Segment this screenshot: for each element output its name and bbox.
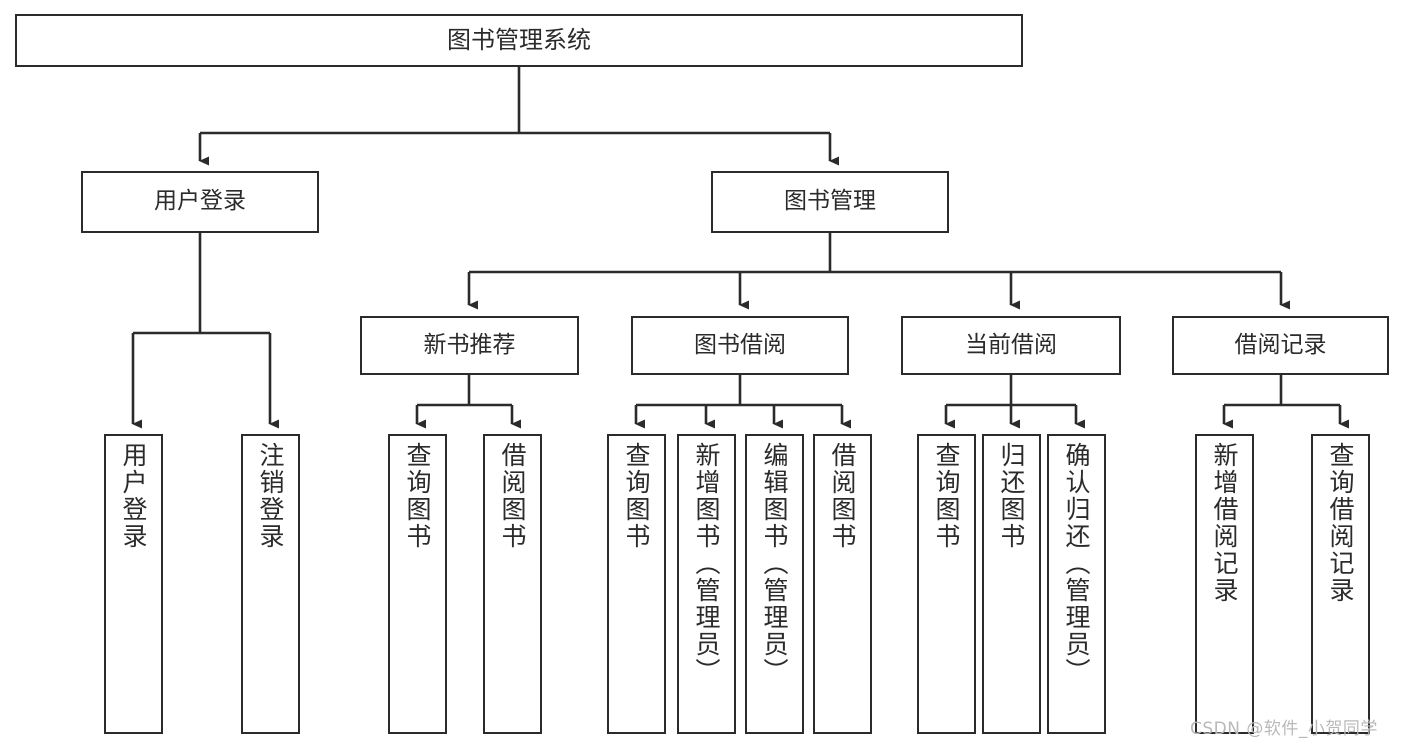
- node-label: 新增图书（管理员）: [692, 442, 721, 685]
- node-leaf-user-login[interactable]: 用户登录: [104, 434, 163, 734]
- watermark-text: CSDN @软件_小贺同学: [1190, 719, 1378, 739]
- node-leaf-return-book[interactable]: 归还图书: [982, 434, 1041, 734]
- node-label: 图书借阅: [694, 331, 786, 358]
- node-label: 用户登录: [154, 188, 246, 215]
- node-label: 借阅记录: [1234, 331, 1327, 358]
- node-leaf-query-book-2[interactable]: 查询图书: [607, 434, 666, 734]
- node-label: 查询图书: [932, 442, 961, 550]
- node-book-management[interactable]: 图书管理: [711, 171, 949, 233]
- node-leaf-logout-login[interactable]: 注销登录: [241, 434, 300, 734]
- node-leaf-add-book-admin[interactable]: 新增图书（管理员）: [677, 434, 736, 734]
- node-label: 查询图书: [403, 442, 432, 550]
- node-label: 编辑图书（管理员）: [760, 442, 789, 685]
- node-label: 查询图书: [622, 442, 651, 550]
- node-label: 注销登录: [256, 442, 285, 550]
- node-label: 新书推荐: [423, 331, 516, 358]
- node-book-borrow[interactable]: 图书借阅: [631, 316, 849, 375]
- node-borrow-record[interactable]: 借阅记录: [1172, 316, 1389, 375]
- node-leaf-query-book-1[interactable]: 查询图书: [388, 434, 447, 734]
- node-leaf-borrow-book-1[interactable]: 借阅图书: [483, 434, 542, 734]
- node-leaf-query-borrow-record[interactable]: 查询借阅记录: [1311, 434, 1370, 734]
- node-label: 图书管理系统: [447, 26, 591, 55]
- node-current-borrow[interactable]: 当前借阅: [901, 316, 1121, 375]
- node-leaf-edit-book-admin[interactable]: 编辑图书（管理员）: [745, 434, 804, 734]
- node-label: 借阅图书: [498, 442, 527, 550]
- node-label: 查询借阅记录: [1326, 442, 1355, 604]
- node-label: 用户登录: [119, 442, 148, 550]
- node-leaf-add-borrow-record[interactable]: 新增借阅记录: [1195, 434, 1254, 734]
- node-label: 图书管理: [784, 188, 876, 215]
- node-new-book-recommend[interactable]: 新书推荐: [360, 316, 579, 375]
- node-leaf-confirm-return-admin[interactable]: 确认归还（管理员）: [1047, 434, 1106, 734]
- node-label: 新增借阅记录: [1210, 442, 1239, 604]
- node-user-login[interactable]: 用户登录: [81, 171, 319, 233]
- node-book-management-system[interactable]: 图书管理系统: [15, 14, 1023, 67]
- node-label: 归还图书: [997, 442, 1026, 550]
- node-leaf-query-book-3[interactable]: 查询图书: [917, 434, 976, 734]
- node-label: 当前借阅: [965, 331, 1057, 358]
- node-leaf-borrow-book-2[interactable]: 借阅图书: [813, 434, 872, 734]
- node-label: 借阅图书: [828, 442, 857, 550]
- node-label: 确认归还（管理员）: [1062, 442, 1091, 685]
